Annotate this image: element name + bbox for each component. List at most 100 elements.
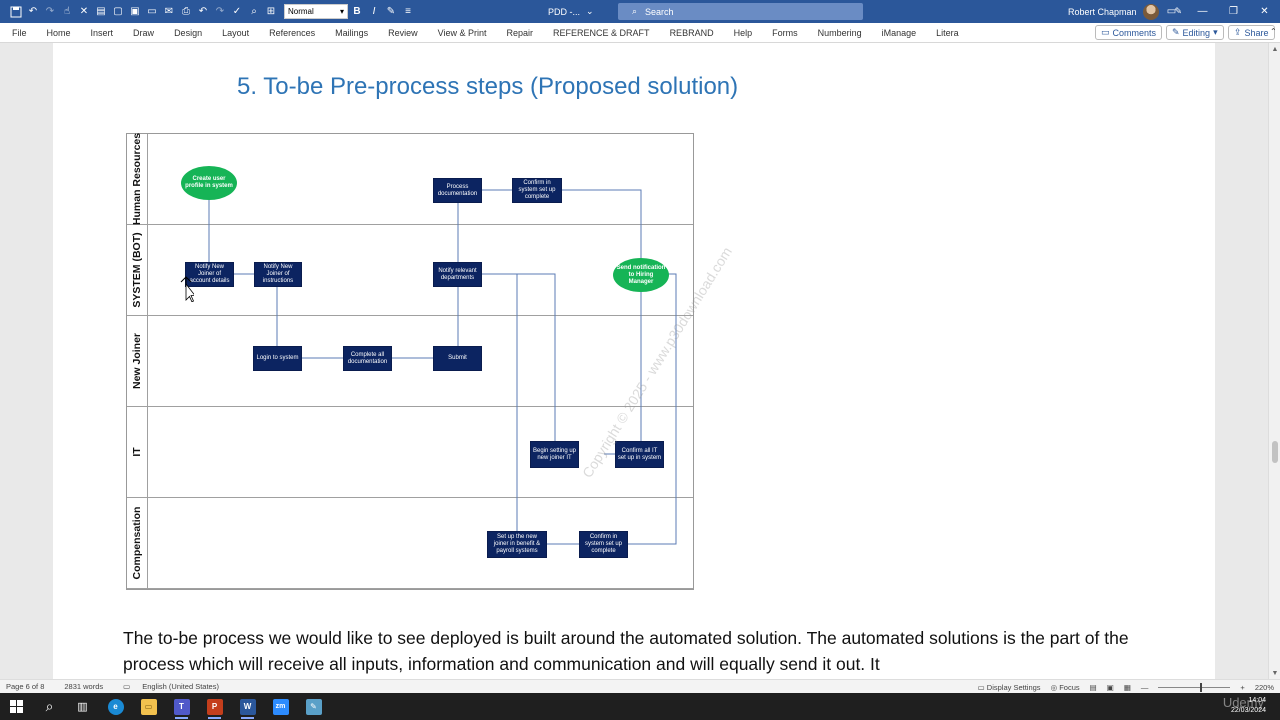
- document-page[interactable]: 5. To-be Pre-process steps (Proposed sol…: [53, 43, 1215, 679]
- node-begin-it-setup[interactable]: Begin setting up new joiner IT: [530, 441, 579, 468]
- tab-design[interactable]: Design: [174, 27, 203, 38]
- tab-references[interactable]: References: [269, 27, 316, 38]
- tab-layout[interactable]: Layout: [222, 27, 250, 38]
- node-complete-documentation[interactable]: Complete all documentation: [343, 346, 392, 371]
- taskbar-word[interactable]: W: [231, 693, 264, 720]
- node-submit[interactable]: Submit: [433, 346, 482, 371]
- avatar[interactable]: [1142, 3, 1159, 20]
- tab-rebrand[interactable]: REBRAND: [669, 27, 714, 38]
- style-dropdown[interactable]: Normal▾: [284, 4, 348, 19]
- print-layout-icon[interactable]: ▣: [1106, 682, 1114, 692]
- web-layout-icon[interactable]: ▦: [1123, 682, 1131, 692]
- node-process-documentation[interactable]: Process documentation: [433, 178, 482, 203]
- tab-forms[interactable]: Forms: [772, 27, 798, 38]
- tab-draw[interactable]: Draw: [133, 27, 155, 38]
- tab-reference-draft[interactable]: REFERENCE & DRAFT: [553, 27, 650, 38]
- node-notify-instructions[interactable]: Notify New Joiner of instructions: [254, 262, 302, 287]
- scroll-up-icon[interactable]: ▲: [1271, 45, 1279, 53]
- tab-home[interactable]: Home: [46, 27, 71, 38]
- read-mode-icon[interactable]: ▤: [1089, 682, 1097, 692]
- focus-button[interactable]: ◎ Focus: [1050, 682, 1080, 692]
- system-clock[interactable]: 14:04 22/03/2024: [1231, 696, 1266, 716]
- new-doc-icon[interactable]: ▢: [113, 6, 123, 17]
- save-as-icon[interactable]: ▣: [130, 6, 140, 17]
- italic-icon[interactable]: I: [372, 6, 376, 17]
- lane-label: IT: [131, 447, 143, 457]
- undo-list-icon[interactable]: ↶: [198, 6, 208, 17]
- email-icon[interactable]: ✉: [164, 6, 174, 17]
- bold-icon[interactable]: B: [353, 6, 361, 17]
- pen-icon[interactable]: ✎: [1174, 6, 1183, 16]
- task-view[interactable]: ▥: [66, 693, 99, 720]
- close-icon[interactable]: ✕: [1260, 6, 1269, 17]
- find-icon[interactable]: ⌕: [251, 6, 257, 17]
- tab-mailings[interactable]: Mailings: [335, 27, 369, 38]
- taskbar: ⌕ ▥ e ▭ T P W zm ✎ Udemy 14:04 22/03/202…: [0, 693, 1280, 720]
- taskbar-teams[interactable]: T: [165, 693, 198, 720]
- taskbar-app[interactable]: ✎: [297, 693, 330, 720]
- scrollbar-thumb[interactable]: [1272, 441, 1278, 463]
- select-icon[interactable]: ⊞: [266, 6, 276, 17]
- node-send-notification[interactable]: Send notification to Hiring Manager: [613, 258, 669, 292]
- node-notify-departments[interactable]: Notify relevant departments: [433, 262, 482, 287]
- undo-icon[interactable]: ↶: [28, 6, 38, 17]
- node-login[interactable]: Login to system: [253, 346, 302, 371]
- tab-litera[interactable]: Litera: [936, 27, 959, 38]
- tab-help[interactable]: Help: [733, 27, 753, 38]
- print-preview-icon[interactable]: ▤: [96, 6, 106, 17]
- tab-insert[interactable]: Insert: [90, 27, 114, 38]
- user-account[interactable]: Robert Chapman ✎: [1068, 0, 1182, 23]
- zoom-out-icon[interactable]: —: [1140, 682, 1149, 692]
- word-count[interactable]: 2831 words: [64, 682, 104, 691]
- proofing-icon[interactable]: ▭: [123, 682, 131, 691]
- collapse-ribbon-icon[interactable]: ⌃: [1270, 27, 1277, 36]
- node-notify-account-details[interactable]: Notify New Joiner of account details: [185, 262, 234, 287]
- language[interactable]: English (United States): [142, 682, 219, 691]
- tab-review[interactable]: Review: [388, 27, 418, 38]
- minimize-icon[interactable]: —: [1197, 6, 1208, 17]
- customize-toolbar-icon[interactable]: ≡: [405, 6, 411, 17]
- page-count[interactable]: Page 6 of 8: [6, 682, 45, 691]
- restore-icon[interactable]: ❐: [1229, 6, 1238, 17]
- editing-button[interactable]: ✎Editing▾: [1166, 25, 1224, 40]
- redo-icon[interactable]: ↷: [45, 6, 55, 17]
- comments-button[interactable]: ▭Comments: [1095, 25, 1163, 40]
- node-confirm-compensation-setup[interactable]: Confirm in system set up complete: [579, 531, 628, 558]
- ribbon-display-icon[interactable]: ▭: [1166, 6, 1177, 17]
- document-title[interactable]: PDD -... ⌄: [548, 0, 594, 23]
- spelling-icon[interactable]: ✓: [232, 6, 242, 17]
- display-settings-button[interactable]: ▭ Display Settings: [977, 682, 1041, 692]
- redo-list-icon[interactable]: ↷: [215, 6, 225, 17]
- share-button[interactable]: ⇪Share: [1228, 25, 1275, 40]
- taskbar-zoom[interactable]: zm: [264, 693, 297, 720]
- taskbar-search[interactable]: ⌕: [33, 693, 66, 720]
- taskbar-explorer[interactable]: ▭: [132, 693, 165, 720]
- touch-mode-icon[interactable]: ☝: [63, 6, 71, 17]
- format-painter-icon[interactable]: ✎: [386, 6, 396, 17]
- tab-file[interactable]: File: [12, 27, 27, 38]
- focus-label: Focus: [1059, 682, 1080, 692]
- save-icon[interactable]: [8, 4, 24, 20]
- node-setup-benefit-payroll[interactable]: Set up the new joiner in benefit & payro…: [487, 531, 547, 558]
- swimlane-diagram[interactable]: Human Resources SYSTEM (BOT) New Joiner …: [126, 133, 735, 590]
- udemy-watermark: Udemy: [1222, 695, 1264, 710]
- node-create-user[interactable]: Create user profile in system: [181, 166, 237, 200]
- tab-numbering[interactable]: Numbering: [817, 27, 862, 38]
- tab-repair[interactable]: Repair: [506, 27, 534, 38]
- scroll-down-icon[interactable]: ▼: [1271, 669, 1279, 677]
- zoom-level[interactable]: 220%: [1254, 682, 1274, 692]
- vertical-scrollbar[interactable]: ▲ ▼: [1268, 43, 1280, 679]
- open-folder-icon[interactable]: ▭: [147, 6, 157, 17]
- search-box[interactable]: ⌕ Search: [618, 3, 863, 20]
- node-confirm-it-setup[interactable]: Confirm all IT set up in system: [615, 441, 664, 468]
- zoom-in-icon[interactable]: +: [1240, 682, 1245, 692]
- close-doc-icon[interactable]: ✕: [79, 6, 89, 17]
- zoom-slider[interactable]: [1158, 682, 1231, 692]
- tab-view-print[interactable]: View & Print: [437, 27, 487, 38]
- node-confirm-hr-setup[interactable]: Confirm in system set up complete: [512, 178, 562, 203]
- tab-imanage[interactable]: iManage: [881, 27, 917, 38]
- taskbar-edge[interactable]: e: [99, 693, 132, 720]
- taskbar-powerpoint[interactable]: P: [198, 693, 231, 720]
- print-icon[interactable]: ⎙: [182, 6, 190, 17]
- start-button[interactable]: [0, 693, 33, 720]
